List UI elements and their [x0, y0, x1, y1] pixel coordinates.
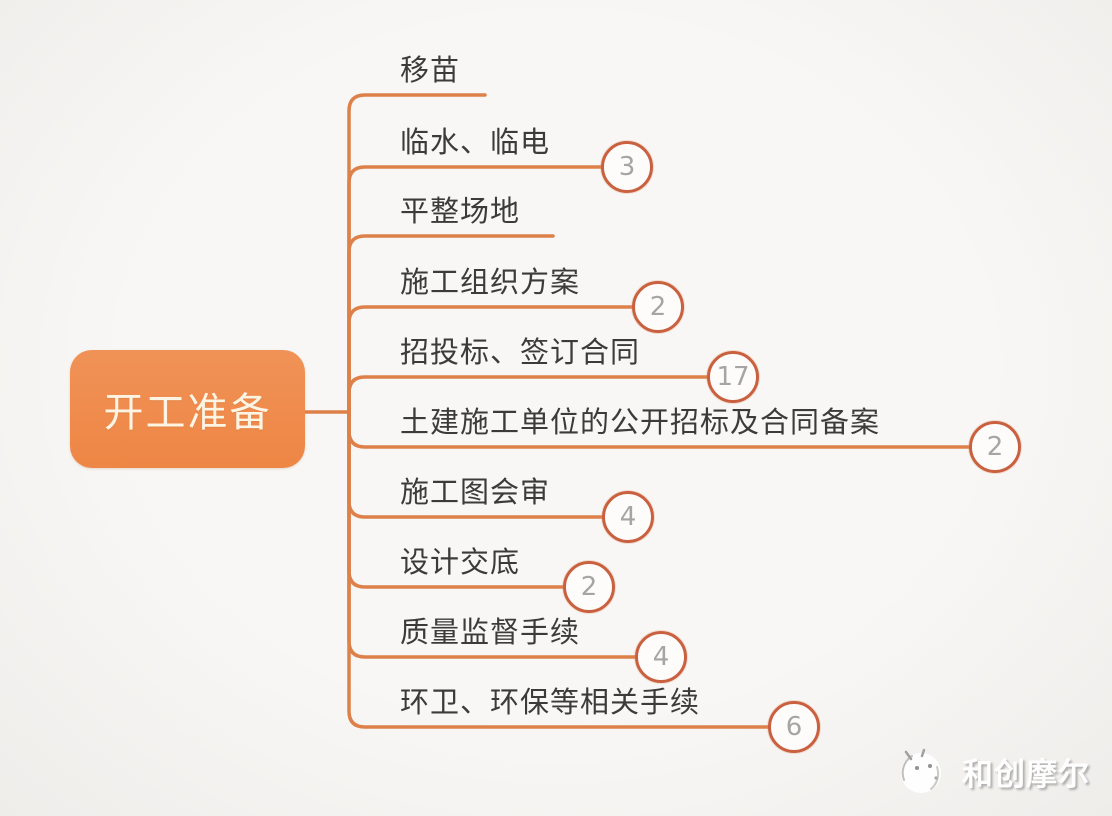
topic-zhiliang-jiandu-shouxu[interactable]: 质量监督手续 [400, 615, 581, 649]
topic-zhaotoubiao-hetong[interactable]: 招投标、签订合同 [400, 335, 641, 369]
topic-linshui-lindian[interactable]: 临水、临电 [400, 125, 551, 159]
topic-shigong-zuzhi-fangan[interactable]: 施工组织方案 [400, 265, 581, 299]
topic-pingzheng-changdi[interactable]: 平整场地 [400, 194, 521, 228]
count-badge-huanwei[interactable]: 6 [768, 701, 820, 753]
count-badge-linshui-lindian[interactable]: 3 [601, 141, 653, 193]
root-topic-node[interactable]: 开工准备 [70, 350, 305, 468]
count-badge-shigongtu[interactable]: 4 [602, 491, 654, 543]
topic-shigongtu-huishen[interactable]: 施工图会审 [400, 475, 551, 509]
count-badge-zhaotoubiao[interactable]: 17 [707, 351, 759, 403]
topic-huanwei-huanbao-shouxu[interactable]: 环卫、环保等相关手续 [400, 685, 701, 719]
watermark-logo-icon [901, 748, 941, 793]
topic-tujian-zhaobiao-beian[interactable]: 土建施工单位的公开招标及合同备案 [400, 405, 881, 439]
root-topic-label: 开工准备 [103, 390, 272, 436]
watermark: 和创摩尔 [890, 738, 1100, 804]
watermark-text: 和创摩尔 [962, 756, 1090, 793]
count-badge-tujian[interactable]: 2 [969, 421, 1021, 473]
count-badge-shigong-zuzhi[interactable]: 2 [632, 281, 684, 333]
topic-yimiao[interactable]: 移苗 [400, 53, 461, 87]
topic-sheji-jiaodi[interactable]: 设计交底 [400, 545, 521, 579]
count-badge-zhiliang[interactable]: 4 [635, 631, 687, 683]
count-badge-sheji-jiaodi[interactable]: 2 [563, 561, 615, 613]
